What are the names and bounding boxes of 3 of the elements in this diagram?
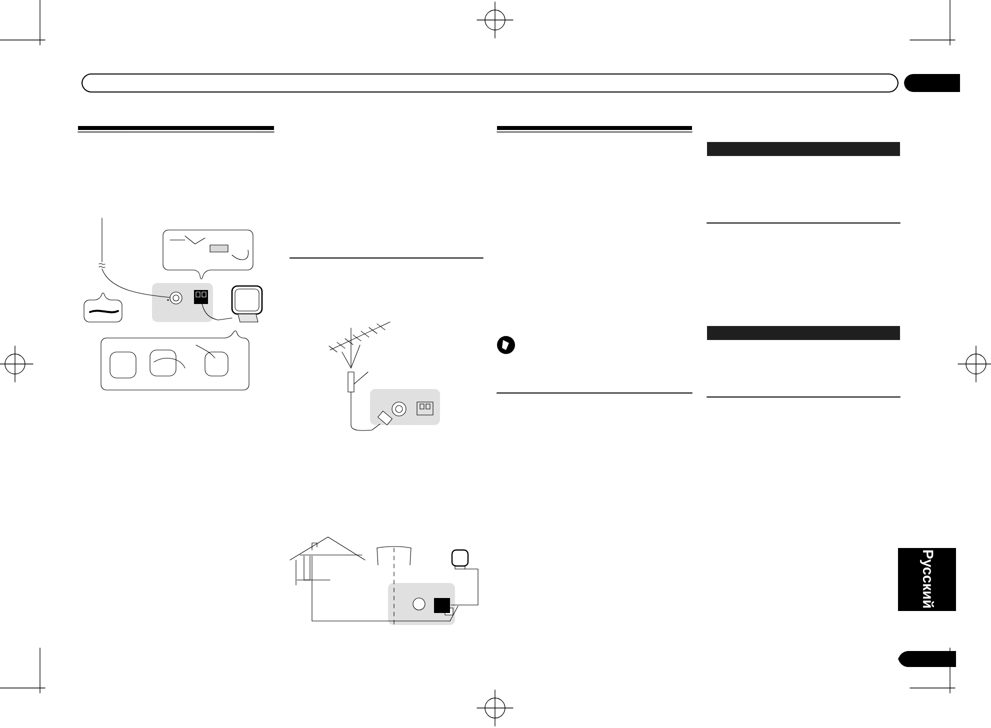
language-tab: Русский [898,548,956,611]
heading-bar [707,326,900,340]
heading-bar [707,142,900,156]
